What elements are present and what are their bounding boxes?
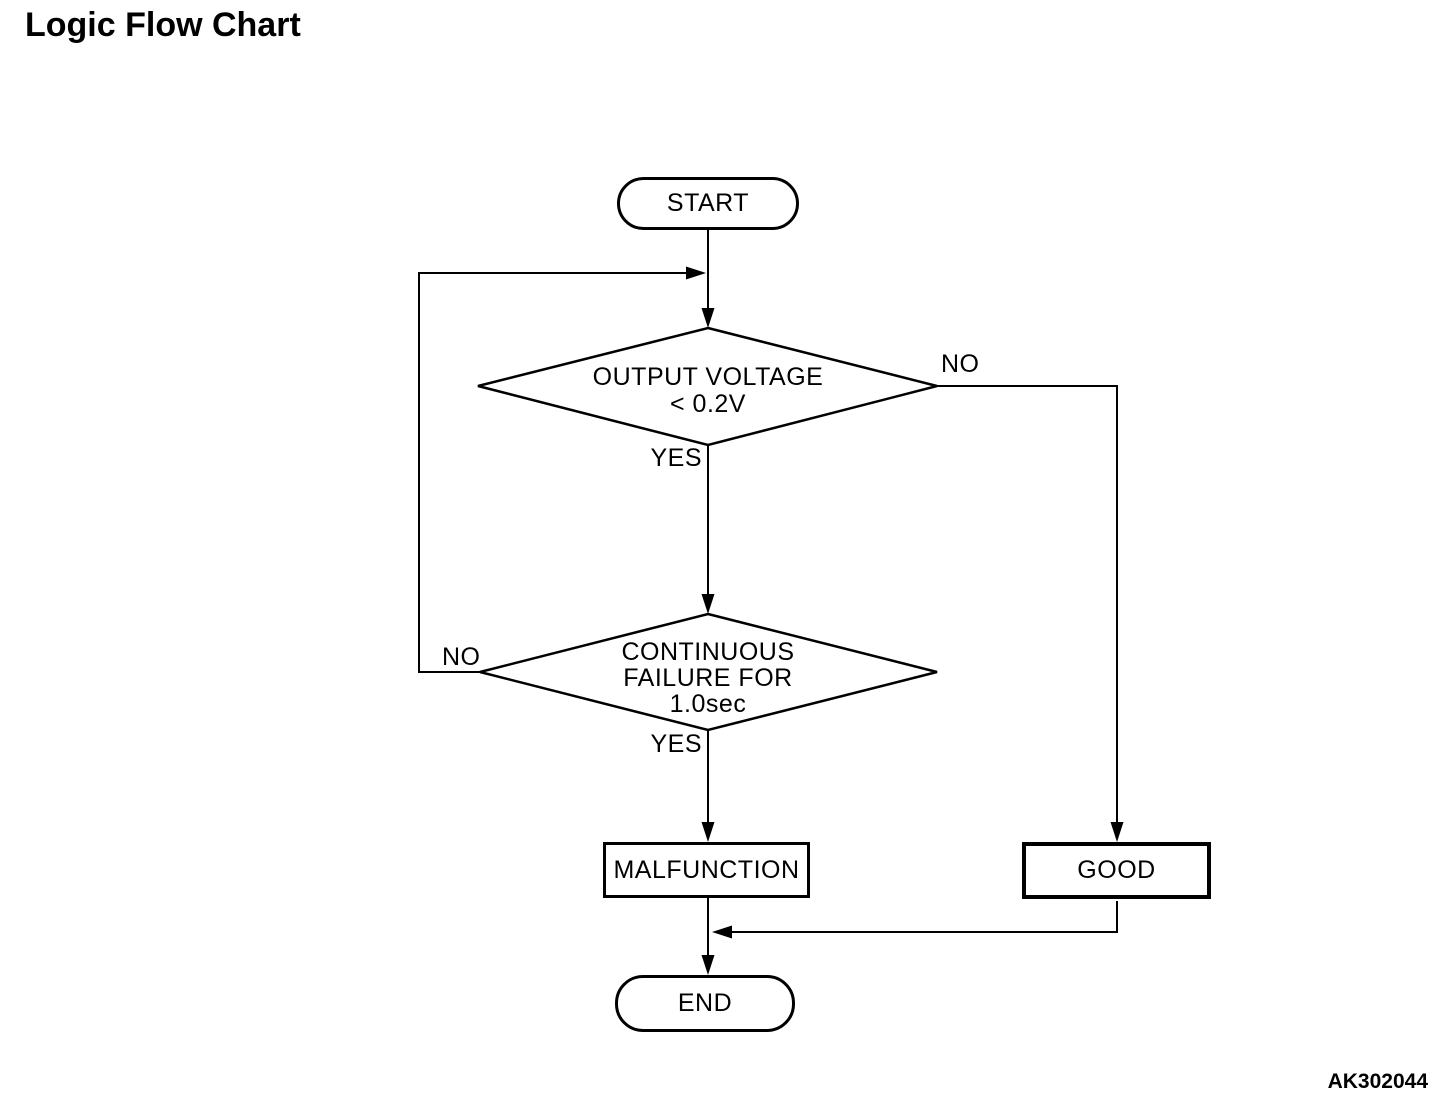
arrowhead-into-decision2 [701,594,715,614]
decision1-line1: OUTPUT VOLTAGE [592,363,824,391]
figure-code: AK302044 [1327,1070,1428,1093]
good-node: GOOD [1022,842,1211,899]
end-node: END [615,975,795,1032]
arrowhead-good-junction [712,925,732,939]
decision1-output-voltage-text: OUTPUT VOLTAGE < 0.2V [558,364,858,418]
arrowhead-into-malfunction [701,822,715,842]
arrowhead-into-decision1 [701,308,715,328]
malfunction-node-label: MALFUNCTION [613,855,800,884]
decision2-yes-label: YES [650,730,702,758]
decision1-yes-label: YES [650,444,702,472]
edge-decision1-no-to-good [937,385,1118,824]
page-title: Logic Flow Chart [25,6,301,44]
arrowhead-into-good [1110,822,1124,842]
decision2-line2: FAILURE FOR [623,664,793,692]
edge-good-to-end [730,901,1118,933]
decision2-no-label: NO [442,643,481,671]
decision2-continuous-failure-text: CONTINUOUS FAILURE FOR 1.0sec [558,639,858,717]
malfunction-node: MALFUNCTION [603,842,810,898]
decision2-line3: 1.0sec [669,690,747,718]
arrowhead-loopback-junction [686,266,706,280]
decision1-output-voltage-shape [477,326,938,447]
start-node: START [617,177,799,230]
good-node-label: GOOD [1077,856,1156,884]
decision2-continuous-failure-shape [479,612,938,732]
decision2-line1: CONTINUOUS [621,638,795,666]
edge-decision2-no-loopback [418,272,688,673]
arrowhead-into-end [701,955,715,975]
decision1-no-label: NO [941,350,980,378]
decision1-line2: < 0.2V [670,390,746,418]
end-node-label: END [677,989,733,1017]
start-node-label: START [666,189,750,217]
